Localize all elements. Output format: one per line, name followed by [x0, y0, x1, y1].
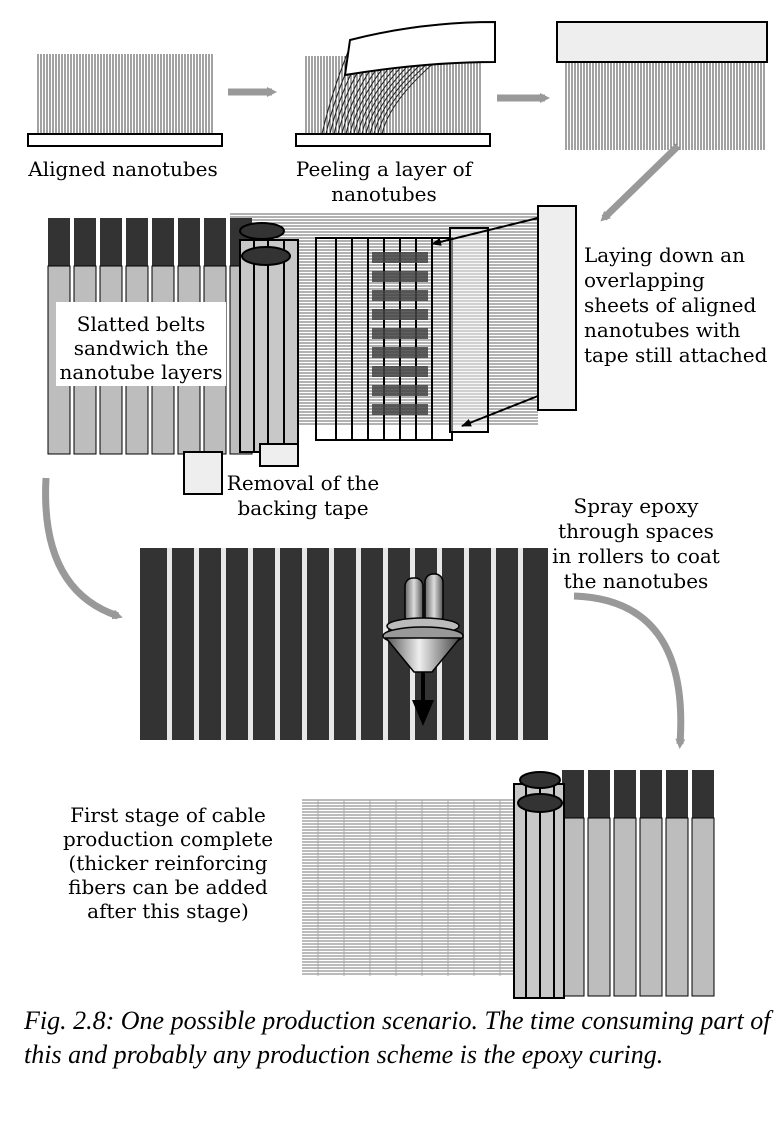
svg-text:tape still attached: tape still attached — [584, 343, 768, 367]
svg-text:(thicker reinforcing: (thicker reinforcing — [68, 851, 267, 875]
svg-text:in rollers to coat: in rollers to coat — [552, 544, 720, 568]
svg-text:Spray epoxy: Spray epoxy — [574, 494, 700, 518]
label-aligned-nanotubes: Aligned nanotubes — [27, 157, 217, 181]
label-slatted-line2: sandwich the — [74, 336, 209, 360]
svg-text:production complete: production complete — [63, 827, 273, 851]
svg-text:the nanotubes: the nanotubes — [564, 569, 709, 593]
svg-text:fibers can be added: fibers can be added — [68, 875, 268, 899]
production-diagram: Aligned nanotubes Peeling a layer of nan… — [27, 20, 768, 999]
svg-text:overlapping: overlapping — [584, 268, 705, 292]
label-laying-down: Laying down an overlapping sheets of ali… — [584, 243, 768, 367]
label-spray-epoxy: Spray epoxy through spaces in rollers to… — [552, 494, 720, 593]
label-removal-line1: Removal of the — [227, 471, 379, 495]
finished-cable-illustration — [302, 770, 715, 999]
flow-arrow-3 — [600, 143, 681, 222]
svg-text:First stage of cable: First stage of cable — [70, 803, 266, 827]
svg-text:through spaces: through spaces — [558, 519, 714, 543]
label-slatted-line3: nanotube layers — [60, 360, 223, 384]
label-slatted-line1: Slatted belts — [77, 312, 205, 336]
slatted-belts-label-box — [56, 302, 226, 386]
figure-caption: Fig. 2.8: One possible production scenar… — [24, 1006, 771, 1069]
label-peeling-line2: nanotubes — [331, 182, 437, 206]
label-removal-line2: backing tape — [237, 496, 368, 520]
flow-arrow-4 — [42, 477, 123, 620]
aligned-nanotubes-illustration — [27, 54, 223, 147]
svg-text:sheets of aligned: sheets of aligned — [584, 293, 757, 317]
svg-text:Laying down an: Laying down an — [584, 243, 745, 267]
label-peeling-line1: Peeling a layer of — [296, 157, 474, 181]
epoxy-spray-illustration — [140, 548, 548, 740]
svg-text:after this stage): after this stage) — [87, 899, 249, 923]
peeling-nanotubes-illustration — [295, 20, 496, 147]
svg-text:nanotubes with: nanotubes with — [584, 318, 740, 342]
tape-with-nanotubes-illustration — [556, 21, 768, 150]
flow-arrow-5 — [573, 592, 686, 749]
label-first-stage: First stage of cable production complete… — [63, 803, 273, 923]
